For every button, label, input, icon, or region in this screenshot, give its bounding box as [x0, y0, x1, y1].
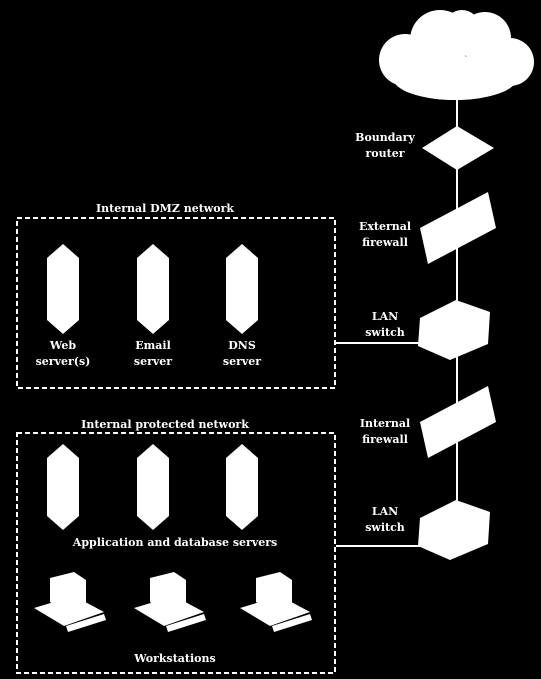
boundary-router-label-2: router	[365, 147, 404, 160]
server-icon	[47, 444, 79, 530]
dns-server-label-1: DNS	[228, 339, 256, 352]
web-server-label-2: server(s)	[36, 355, 91, 368]
internal-firewall: Internal firewall	[360, 386, 496, 458]
email-server-label-2: server	[134, 355, 172, 368]
dmz-network-box: Internal DMZ network Web server(s) Email…	[16, 202, 336, 389]
web-server-label-1: Web	[49, 339, 76, 352]
server-icon	[137, 444, 169, 530]
boundary-router: Boundary router	[355, 126, 494, 170]
server-icon	[226, 444, 258, 530]
dmz-lan-switch: LAN switch	[365, 300, 490, 360]
dmz-title: Internal DMZ network	[96, 202, 234, 215]
protected-boundary	[16, 432, 336, 674]
workstation-icon	[240, 572, 312, 632]
internal-firewall-label-1: Internal	[360, 417, 410, 430]
server-icon	[47, 244, 79, 334]
switch-icon	[418, 500, 490, 560]
protected-switch-label-2: switch	[365, 521, 405, 534]
external-firewall: External firewall	[359, 192, 496, 264]
workstation-icon	[34, 572, 106, 632]
switch-icon	[418, 300, 490, 360]
email-server-label-1: Email	[135, 339, 171, 352]
dmz-switch-label-1: LAN	[372, 310, 398, 323]
internal-firewall-label-2: firewall	[362, 433, 408, 446]
boundary-router-label-1: Boundary	[355, 131, 415, 144]
protected-title: Internal protected network	[81, 418, 249, 431]
servers-label: Application and database servers	[72, 536, 277, 549]
router-icon	[422, 126, 494, 170]
dmz-switch-label-2: switch	[365, 326, 405, 339]
external-firewall-label-1: External	[359, 220, 411, 233]
server-icon	[137, 244, 169, 334]
firewall-icon	[420, 386, 496, 458]
protected-switch-label-1: LAN	[372, 505, 398, 518]
workstations-label: Workstations	[133, 652, 215, 665]
protected-network-box: Internal protected network Application a…	[16, 418, 336, 674]
server-icon	[226, 244, 258, 334]
dmz-boundary	[16, 217, 336, 389]
firewall-icon	[420, 192, 496, 264]
workstation-icon	[134, 572, 206, 632]
dns-server-label-2: server	[223, 355, 261, 368]
protected-lan-switch: LAN switch	[365, 500, 490, 560]
cloud-icon	[379, 10, 534, 100]
external-firewall-label-2: firewall	[362, 236, 408, 249]
